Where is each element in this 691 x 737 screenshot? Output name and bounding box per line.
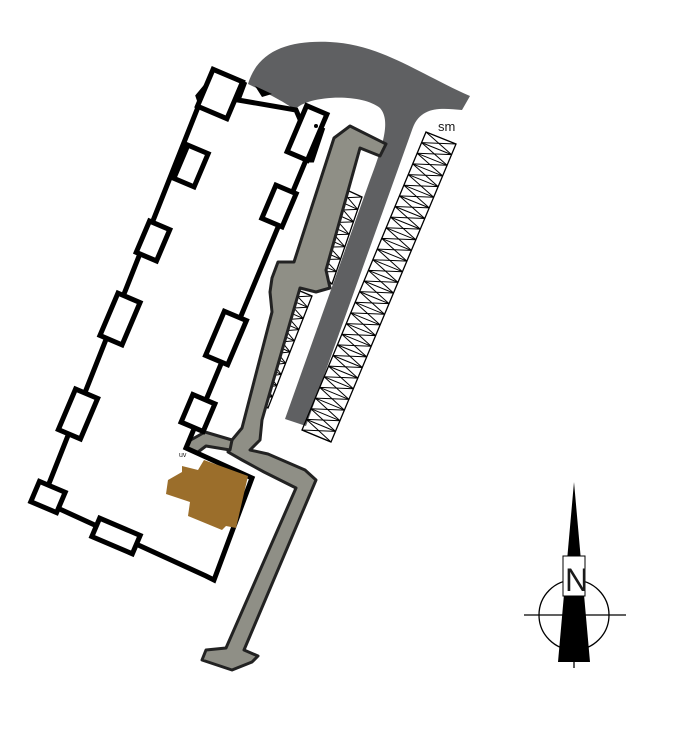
parking-stall-line: [403, 184, 439, 188]
parking-stall-line: [421, 142, 457, 145]
parking-stall-line: [377, 248, 408, 262]
north-marker: [314, 124, 318, 128]
parking-stall-line: [324, 376, 358, 379]
parking-stall-line: [323, 376, 354, 390]
parking-stall-line: [372, 259, 403, 273]
parking-stall-line: [301, 429, 336, 432]
parking-stall-line: [354, 301, 385, 315]
west-bay-3: [96, 289, 144, 349]
parking-stall-line: [328, 365, 363, 368]
west-bay-4: [55, 385, 101, 443]
parking-stall-line: [372, 259, 407, 262]
east-bay-2: [202, 307, 250, 369]
parking-stall-line: [394, 206, 430, 209]
parking-stall-line: [301, 429, 332, 443]
parking-stall-line: [381, 237, 416, 241]
parking-stall-line: [341, 333, 372, 347]
parking-stall-line: [341, 333, 376, 337]
parking-stall-line: [385, 227, 417, 241]
parking-stall-line: [417, 152, 452, 156]
north-tower: [194, 66, 246, 122]
parking-stall-line: [381, 237, 412, 251]
access-road: [248, 41, 470, 427]
parking-stall-line: [363, 280, 394, 294]
parking-stall-line: [377, 248, 412, 251]
north-letter: N: [565, 562, 588, 598]
highlight-zone: [166, 460, 248, 530]
parking-stall-line: [368, 269, 399, 283]
parking-stall-line: [306, 418, 340, 422]
building-outline: [36, 68, 326, 584]
parking-stall-line: [412, 163, 448, 166]
parking-stall-line: [390, 216, 421, 230]
walkway-main: [200, 124, 388, 672]
parking-stall-line: [403, 184, 434, 198]
parking-label: sm: [438, 119, 455, 134]
east-bay-1: [258, 181, 300, 231]
parking-stall-line: [337, 344, 367, 358]
parking-stall-line: [412, 163, 443, 177]
parking-stall-line: [408, 174, 443, 177]
parking-stall-line: [416, 152, 448, 166]
parking-stall-line: [346, 323, 376, 337]
parking-stall-line: [350, 312, 381, 326]
parking-stall-line: [350, 312, 385, 315]
parking-stall-line: [315, 397, 349, 400]
west-bay-1: [170, 141, 212, 191]
parking-stall-line: [319, 386, 354, 390]
parking-stall-line: [306, 418, 336, 432]
parking-stall-line: [421, 142, 452, 156]
parking-stall-line: [399, 195, 430, 209]
parking-stall-line: [310, 408, 341, 422]
parking-stall-line: [346, 323, 381, 326]
parking-stall-line: [315, 397, 345, 411]
parking-stall-line: [363, 280, 398, 283]
parking-stall-line: [359, 291, 390, 305]
parking-stall-line: [408, 174, 439, 188]
east-bay-3: [177, 391, 219, 435]
north-arrow: N: [524, 482, 626, 668]
parking-stall-line: [332, 355, 363, 368]
parking-stall-line: [359, 291, 394, 294]
parking-stall-line: [310, 408, 345, 411]
west-bay-2: [132, 217, 174, 265]
corner-bay-sw: [27, 478, 69, 516]
south-bay-1: [88, 514, 144, 558]
north-east-block: [283, 102, 331, 164]
parking-stall-line: [368, 269, 403, 273]
north-letter-box: [562, 555, 586, 597]
uv-label: uv: [179, 452, 187, 459]
building: [27, 66, 331, 584]
parking-stall-line: [390, 216, 425, 219]
parking-stall-line: [319, 386, 350, 400]
parking-stall-line: [386, 227, 421, 230]
parking-stall-line: [355, 301, 390, 305]
parking-stall-line: [399, 195, 434, 198]
parking-stall-line: [337, 344, 372, 347]
parking-stall-line: [328, 365, 358, 379]
parking-stall-line: [332, 355, 367, 358]
parking-stall-line: [394, 206, 425, 219]
